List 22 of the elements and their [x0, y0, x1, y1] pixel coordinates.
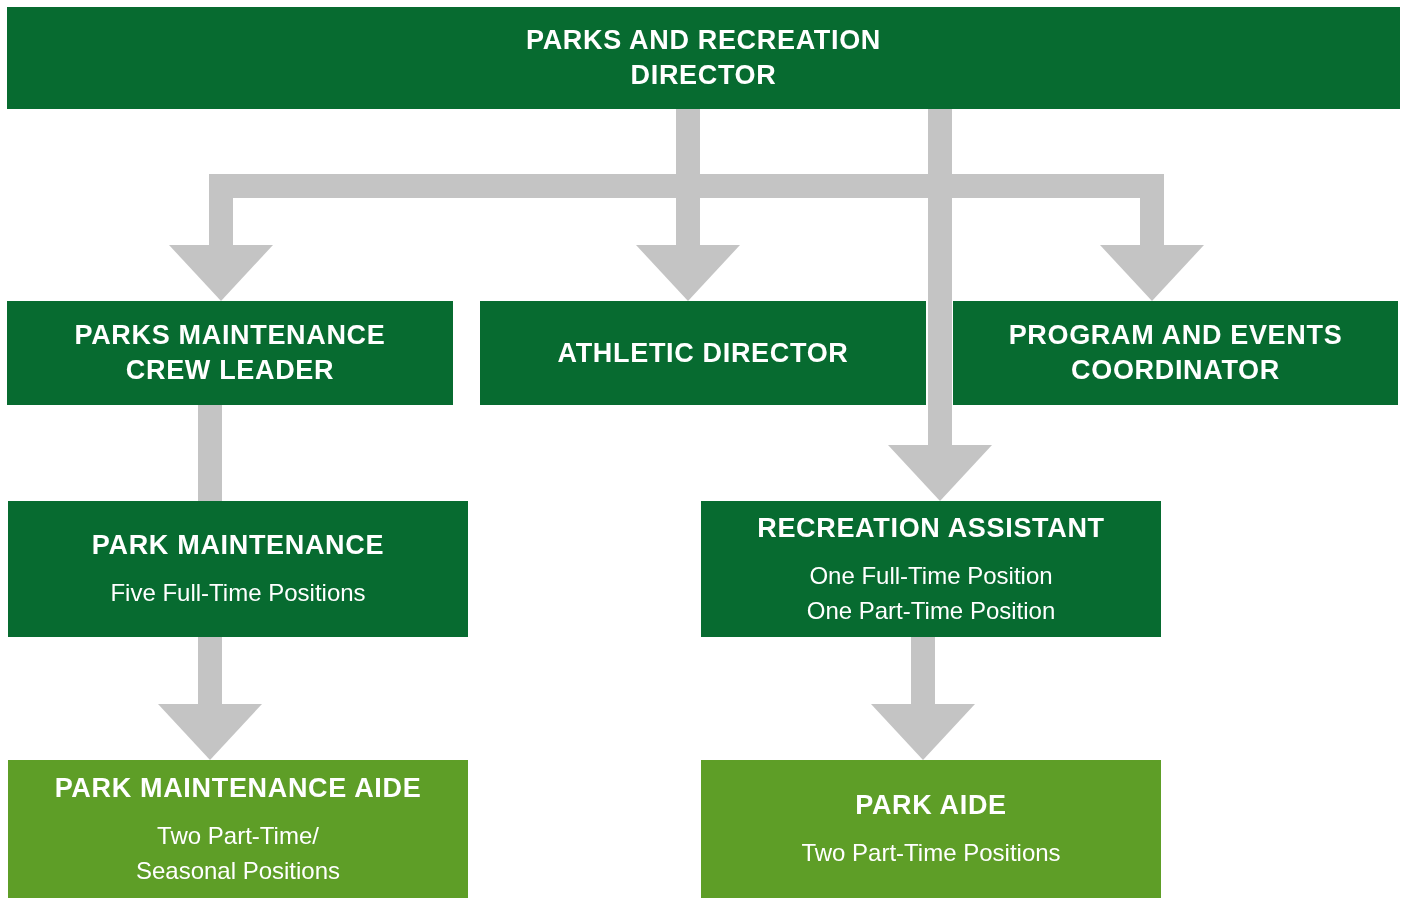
position-box	[7, 301, 453, 405]
position-box	[7, 7, 1400, 109]
position-count: Two Part-Time/ Seasonal Positions	[134, 820, 342, 886]
arrow	[888, 109, 992, 501]
role-title: RECREATION ASSISTANT	[757, 511, 1105, 545]
position-count: One Full-Time Position One Part-Time Position	[805, 560, 1057, 626]
position-count: Five Full-Time Positions	[110, 578, 366, 608]
arrow	[158, 637, 262, 760]
role-title: ATHLETIC DIRECTOR	[557, 336, 849, 370]
role-title: PROGRAM AND EVENTS COORDINATOR	[1007, 319, 1344, 387]
role-title: PARK AIDE	[855, 789, 1007, 822]
position-box	[480, 301, 926, 405]
position-box	[701, 760, 1161, 898]
role-title: PARKS MAINTENANCE CREW LEADER	[73, 319, 387, 387]
role-title: PARKS AND RECREATION DIRECTOR	[525, 24, 882, 92]
position-box	[701, 501, 1161, 637]
role-title: PARK MAINTENANCE AIDE	[54, 771, 422, 805]
position-box	[8, 760, 468, 898]
role-title: PARK MAINTENANCE	[91, 529, 385, 562]
position-box	[8, 501, 468, 637]
position-box	[953, 301, 1398, 405]
position-count: Two Part-Time Positions	[801, 838, 1061, 868]
